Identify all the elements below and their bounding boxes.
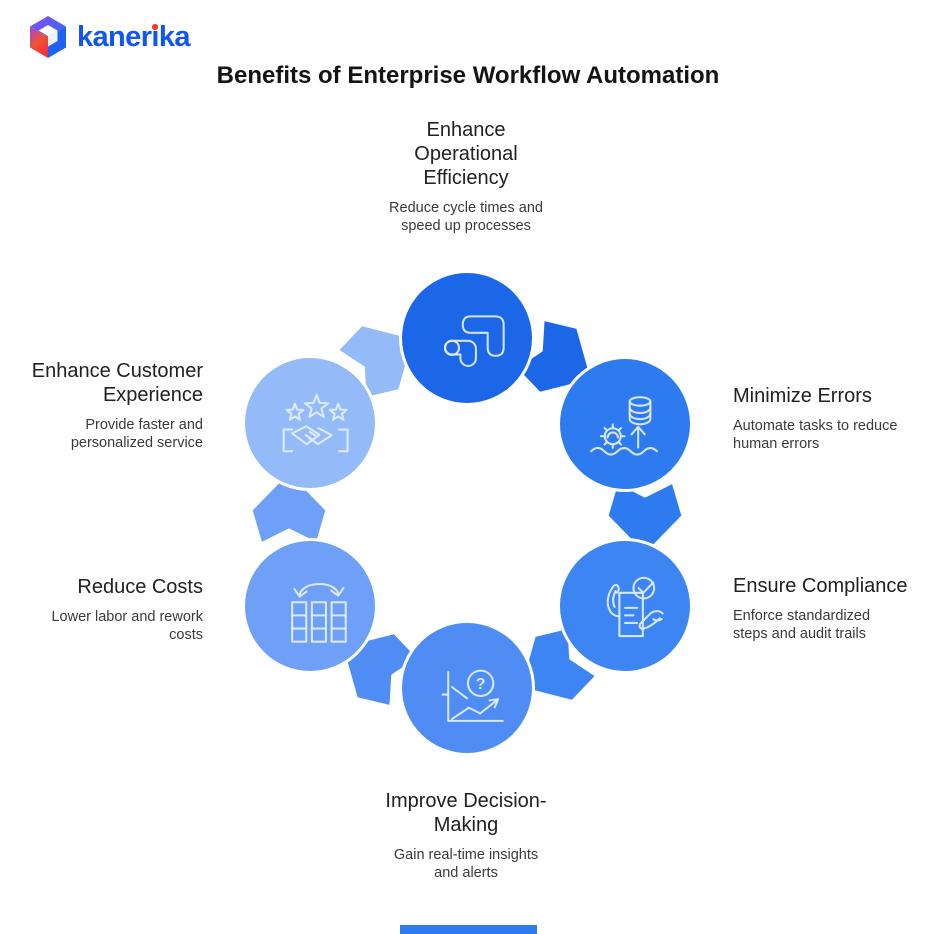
table-columns-arrow-icon: [291, 582, 347, 643]
step-text-costs: Reduce Costs Lower labor and rework cost…: [13, 575, 203, 644]
node-circle-customer: [245, 358, 375, 488]
page-title: Benefits of Enterprise Workflow Automati…: [216, 62, 720, 89]
step-title: Enhance Operational Efficiency: [414, 119, 518, 189]
node-circle-errors: [560, 359, 690, 489]
step-desc: Gain real-time insights and alerts: [393, 847, 539, 881]
step-text-compliance: Ensure Compliance Enforce standardized s…: [733, 574, 923, 643]
node-circle-compliance: [560, 541, 690, 671]
wordmark-i-dot: [152, 24, 158, 30]
workflow-arrows-icon: [443, 315, 505, 367]
wordmark-part2: ka: [158, 21, 191, 53]
step-text-customer: Enhance Customer Experience Provide fast…: [13, 359, 203, 452]
kanerika-cube-icon: [30, 16, 66, 58]
step-text-decision: Improve Decision- Making Gain real-time …: [316, 789, 616, 882]
node-circle-efficiency: [402, 273, 532, 403]
step-title: Enhance Customer Experience: [31, 360, 203, 406]
node-circle-decision: ?: [402, 623, 532, 753]
document-check-hands-icon: [606, 576, 664, 638]
node-circle-costs: [245, 541, 375, 671]
step-desc: Enforce standardized steps and audit tra…: [733, 608, 871, 642]
step-title: Ensure Compliance: [733, 575, 908, 597]
stars-handshake-icon: [282, 393, 349, 453]
step-text-errors: Minimize Errors Automate tasks to reduce…: [733, 384, 923, 453]
footer-accent-bar: [400, 925, 537, 934]
step-desc: Automate tasks to reduce human errors: [733, 418, 898, 452]
step-title: Minimize Errors: [733, 385, 872, 407]
database-gear-icon: [590, 396, 658, 456]
chart-question-icon: ?: [441, 669, 504, 722]
step-desc: Provide faster and personalized service: [70, 417, 203, 451]
step-title: Reduce Costs: [77, 576, 203, 598]
step-desc: Lower labor and rework costs: [51, 609, 203, 643]
svg-text:?: ?: [476, 676, 486, 693]
step-text-efficiency: Enhance Operational Efficiency Reduce cy…: [316, 118, 616, 235]
wordmark-i: ı: [151, 21, 159, 53]
step-desc: Reduce cycle times and speed up processe…: [389, 200, 543, 234]
flow-arrow-decision-to-costs: [303, 592, 453, 742]
step-title: Improve Decision- Making: [385, 790, 547, 836]
wordmark-part1: kaner: [77, 21, 152, 53]
